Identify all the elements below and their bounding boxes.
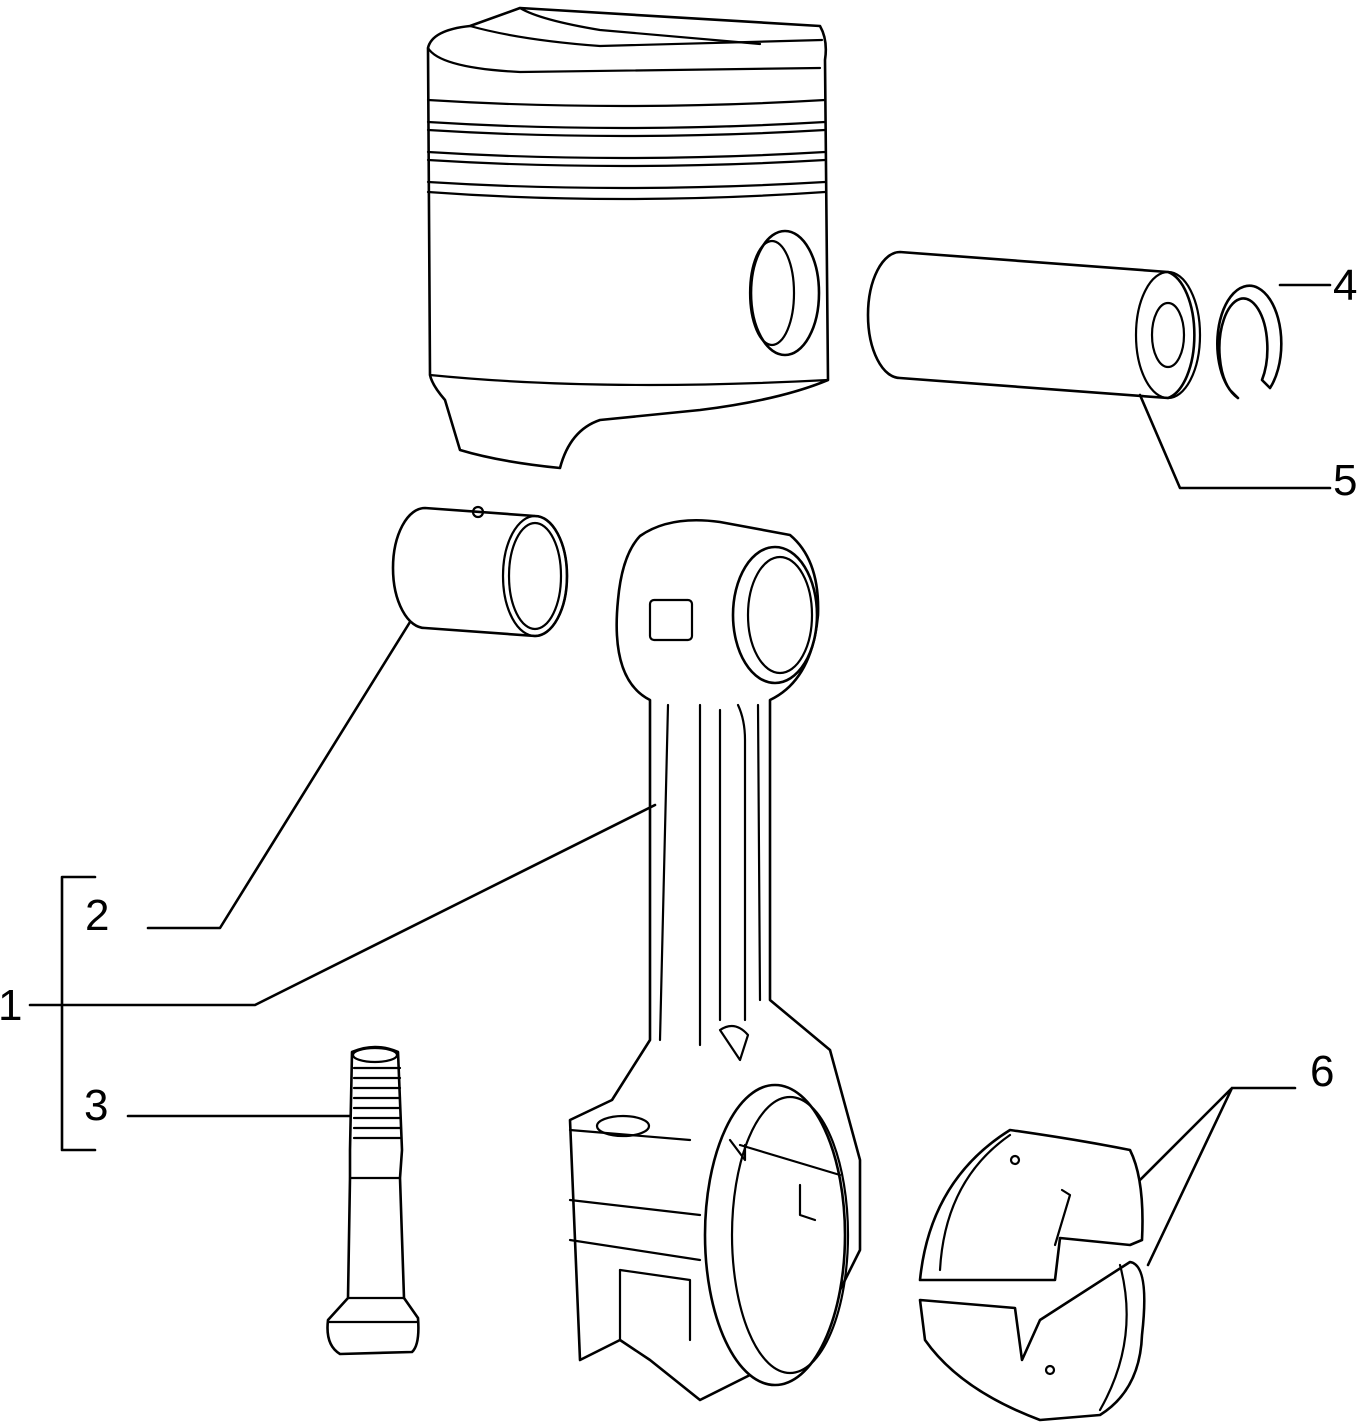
callout-1: 1 — [0, 981, 22, 1030]
leader-line-2 — [146, 620, 412, 930]
callout-4: 4 — [1333, 261, 1357, 310]
leader-line-5 — [1138, 393, 1332, 490]
callout-5: 5 — [1333, 456, 1357, 505]
leader-line-6 — [1138, 1086, 1297, 1267]
leader-line-1 — [28, 803, 657, 1007]
leader-lines — [28, 283, 1332, 1267]
circlip — [1216, 284, 1283, 400]
big-end-bearing-shells — [918, 1128, 1146, 1422]
callout-3: 3 — [84, 1081, 108, 1130]
callout-6: 6 — [1310, 1047, 1334, 1096]
piston — [426, 6, 830, 470]
callout-labels: 1 2 3 4 5 6 — [0, 261, 1357, 1130]
callout-2: 2 — [85, 891, 109, 940]
piston-pin — [866, 250, 1202, 400]
small-end-bushing — [391, 505, 569, 638]
connecting-rod — [568, 519, 862, 1402]
assembly-bracket — [60, 875, 97, 1152]
cap-bolt — [326, 1045, 420, 1356]
